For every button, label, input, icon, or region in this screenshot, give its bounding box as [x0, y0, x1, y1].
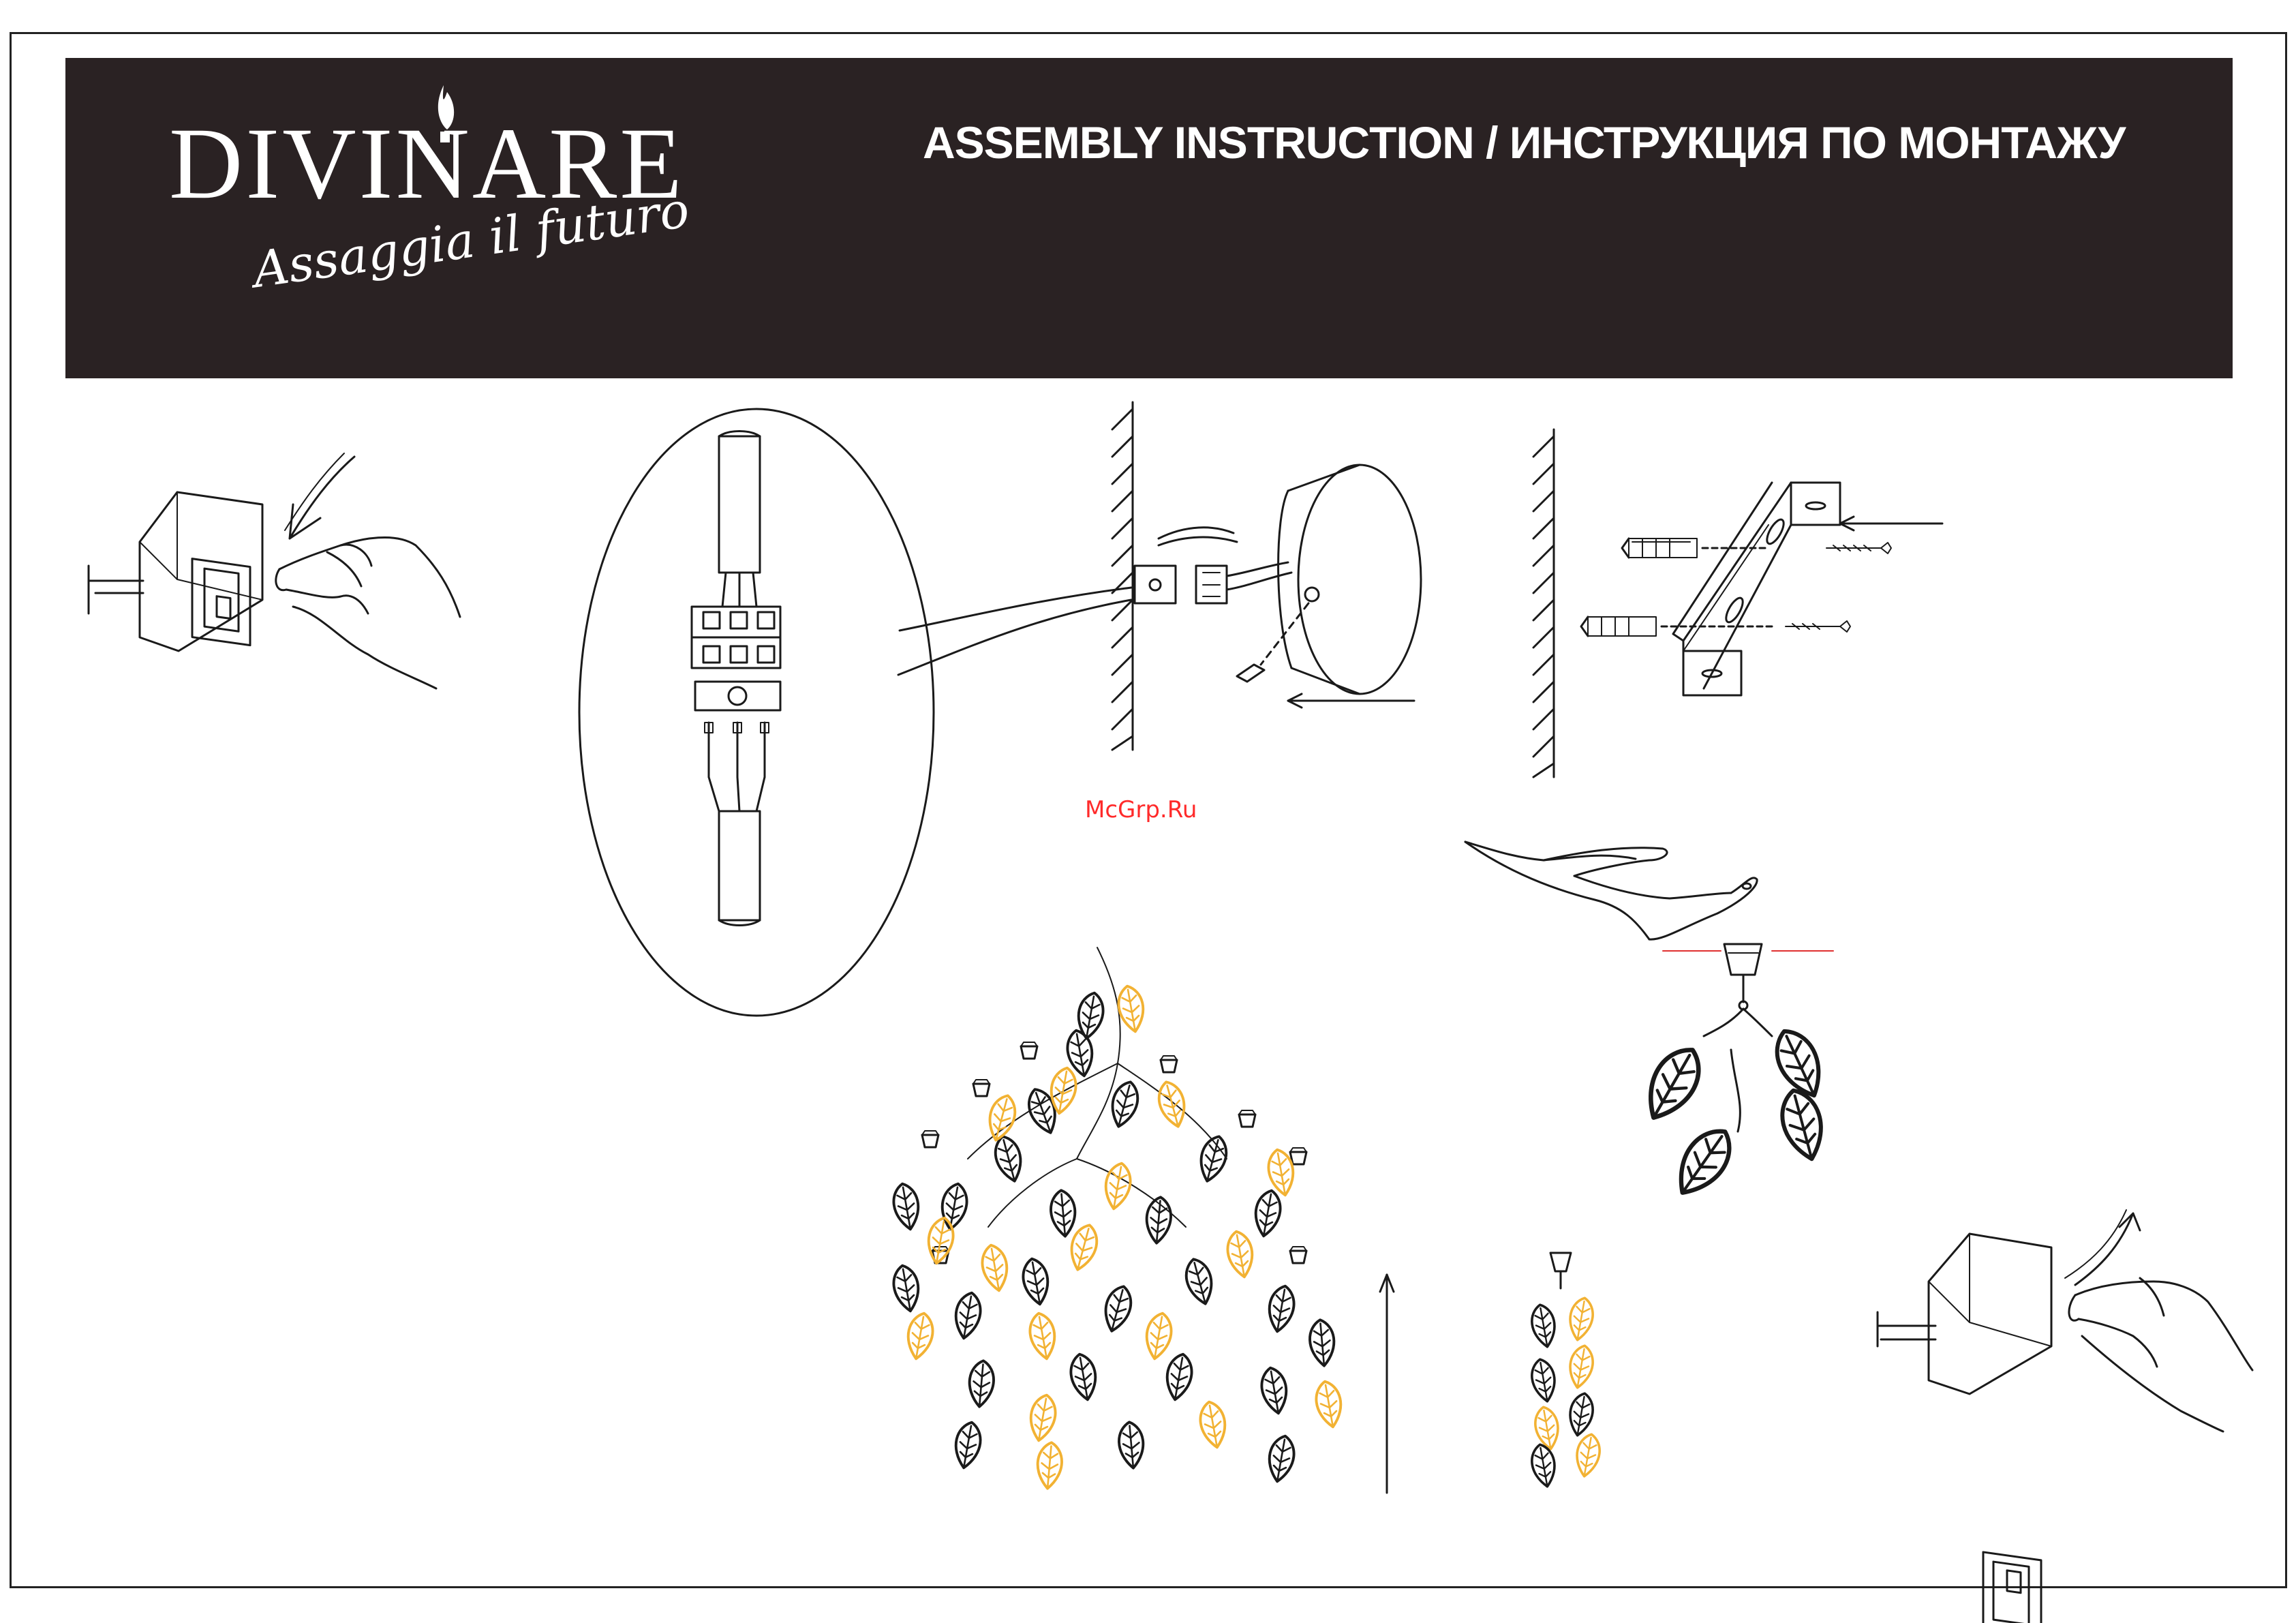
leaf-cluster: [922, 1042, 1306, 1263]
single-strand-step: [1529, 1253, 1603, 1489]
canopy-mount-step: [1112, 402, 1421, 750]
wiring-detail-step: [579, 409, 1131, 1016]
strand-attach-step: [1465, 842, 1833, 1204]
switch-off-step: [89, 453, 460, 688]
switch-on-step: [1878, 1210, 2252, 1623]
assembled-fixture-step: [891, 947, 1394, 1493]
bracket-mount-step: [1533, 429, 1942, 777]
